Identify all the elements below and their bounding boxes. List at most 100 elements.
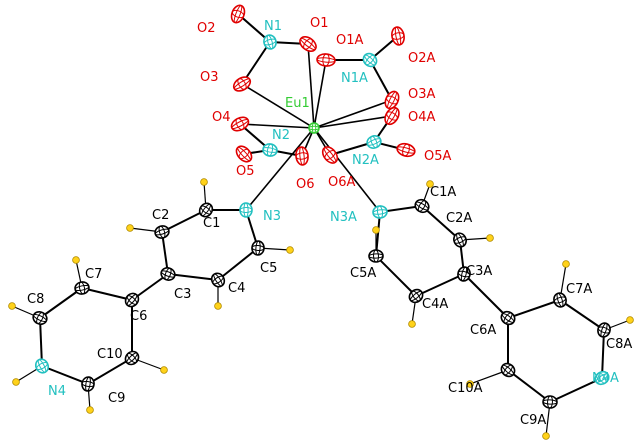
atom-c5a [368,249,384,263]
atom-label-o2: O2 [197,21,216,36]
atom-n2a [366,135,382,149]
atom-c5 [251,240,265,256]
hydrogen-atom-c2a [486,234,494,242]
atom-c3a [457,266,471,282]
bonds-layer [11,13,631,437]
atom-n4 [34,358,50,374]
atom-o4 [230,116,250,132]
atom-label-o6a: O6A [328,175,356,190]
atom-label-n1a: N1A [341,71,368,86]
hydrogen-atom-c4a [408,320,416,328]
atom-o4a [384,106,400,126]
atom-label-o5: O5 [236,164,255,179]
atom-c4 [210,272,226,288]
coordination-bond-eu1-n3a [313,127,381,213]
atom-label-c6: C6 [130,309,147,324]
coordination-bond-eu1-o1 [307,43,315,129]
atom-c6 [124,292,140,308]
atom-label-o4: O4 [212,110,231,125]
atom-o6a [321,146,339,164]
coordination-bond-eu1-o4a [313,115,393,129]
atom-label-n2: N2 [272,128,290,143]
bond-c9a-c10a [507,369,551,403]
hydrogen-atom-c7a [562,260,570,268]
atom-c7a [553,292,567,308]
atom-label-o1: O1 [310,16,329,31]
hydrogen-atom-n4 [12,378,20,386]
atom-o6 [295,146,309,166]
atom-label-o4a: O4A [408,110,436,125]
atom-c8 [32,311,48,325]
bond-c3a-c6a [463,273,509,319]
atom-label-n3a: N3A [330,210,357,225]
atom-label-c10a: C10A [448,381,483,396]
hydrogen-atom-c9a [542,432,550,440]
bond-c6a-c7a [507,299,561,319]
atom-c7 [74,281,90,295]
atom-label-c2: C2 [152,208,169,223]
atom-o3a [384,90,400,110]
atom-label-o5a: O5A [424,149,452,164]
hydrogen-atom-c7 [72,256,80,264]
atom-n1a [362,52,378,68]
atom-label-c9: C9 [108,391,125,406]
atom-o5a [396,142,416,158]
atom-label-c3a: C3A [466,264,492,279]
atom-label-n1: N1 [264,19,282,34]
coordination-bond-eu1-o3 [241,83,315,129]
atom-c3 [160,267,176,281]
atom-label-n2a: N2A [352,153,379,168]
coordination-bond-eu1-n3 [245,127,315,211]
bond-c3-c4 [167,273,219,281]
atom-n1 [263,34,277,50]
hydrogen-atom-c2 [126,224,134,232]
hydrogen-atom-c10a [466,380,474,388]
hydrogen-atom-c10 [160,366,168,374]
atom-label-n4a: N4A [592,371,619,386]
coordination-bond-eu1-o3a [313,99,393,129]
atom-label-eu1: Eu1 [285,96,310,111]
hydrogen-atom-c4 [214,302,222,310]
hydrogen-atom-c5 [286,246,294,254]
bond-n4-c9 [41,365,89,385]
atom-label-o3: O3 [200,70,219,85]
hydrogen-atom-c9 [86,406,94,414]
atom-label-c1a: C1A [430,185,456,200]
bond-c7-c8 [39,287,83,319]
atom-n4a [594,370,610,386]
atom-label-c6a: C6A [470,323,496,338]
bond-c1a-c2a [421,205,461,241]
atom-label-c8a: C8A [606,337,632,352]
atom-c9 [81,376,95,392]
hydrogen-atom-c8a [626,316,634,324]
atom-label-n4: N4 [48,384,66,399]
atom-label-c5a: C5A [350,266,376,281]
atom-label-c7: C7 [85,267,102,282]
atom-n3a [372,205,388,219]
atom-c4a [408,288,424,304]
atom-label-o1a: O1A [336,33,364,48]
atom-label-c3: C3 [174,287,191,302]
atom-labels-layer: O2 N1 O1 O1A O2A O3 N1A O3A Eu1 O4 N2 O4… [27,16,632,428]
hydrogen-atom-c1 [200,178,208,186]
bond-c4-c5 [217,247,259,281]
bond-c1-c2 [161,209,207,233]
bond-c9-c10 [87,357,133,385]
atom-o1a [316,53,336,67]
atom-label-c9a: C9A [520,413,546,428]
bond-c5a-n3a [375,211,381,257]
atom-c2 [154,225,170,239]
atom-label-c2a: C2A [446,211,472,226]
atom-eu1 [308,122,320,134]
atoms-layer [8,4,634,440]
coordination-bond-eu1-o4 [239,123,315,129]
atom-c2a [453,232,467,248]
atom-o2 [230,4,246,24]
atom-label-o2a: O2A [408,51,436,66]
bond-c8-n4 [39,317,43,367]
atom-o5 [235,145,253,163]
atom-label-c1: C1 [203,216,220,231]
bond-c8a-n4a [601,329,605,379]
atom-label-o6: O6 [296,177,315,192]
